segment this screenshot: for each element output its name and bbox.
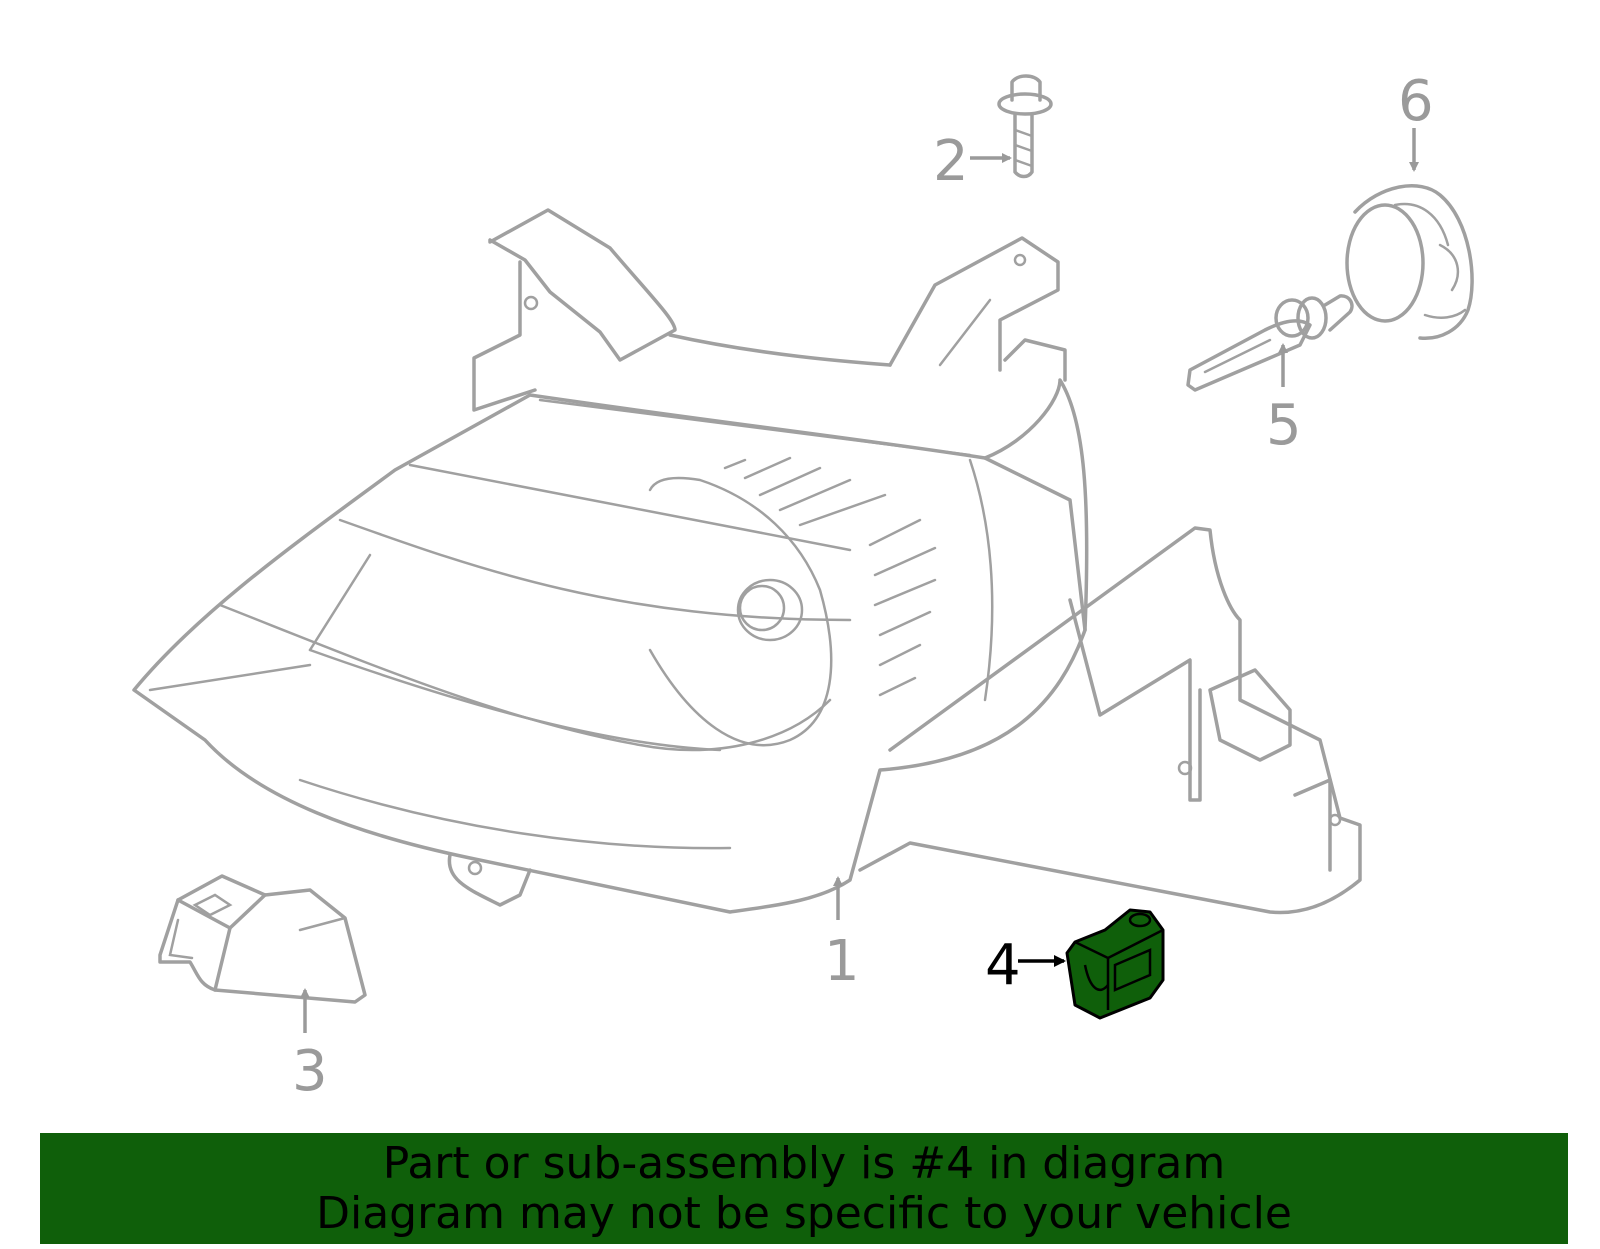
bulb-cap-part[interactable] (1345, 184, 1474, 340)
callout-3[interactable]: 3 (292, 1039, 328, 1104)
callout-2[interactable]: 2 (933, 129, 969, 194)
parts-diagram: 1 2 3 4 5 6 (132, 69, 1474, 1104)
clip-part-highlighted[interactable] (1065, 908, 1165, 1020)
info-banner: Part or sub-assembly is #4 in diagram Di… (40, 1133, 1568, 1244)
banner-line-disclaimer: Diagram may not be specific to your vehi… (316, 1188, 1292, 1239)
callout-4[interactable]: 4 (985, 933, 1021, 998)
banner-line-part-number: Part or sub-assembly is #4 in diagram (382, 1138, 1226, 1189)
bolt-part[interactable] (997, 74, 1053, 179)
callout-6[interactable]: 6 (1398, 69, 1434, 134)
callout-1[interactable]: 1 (824, 929, 860, 994)
callout-5[interactable]: 5 (1266, 393, 1302, 458)
bracket-part[interactable] (158, 874, 367, 1004)
bulb-part[interactable] (1186, 294, 1354, 392)
headlamp-assembly-part[interactable] (132, 208, 1362, 915)
